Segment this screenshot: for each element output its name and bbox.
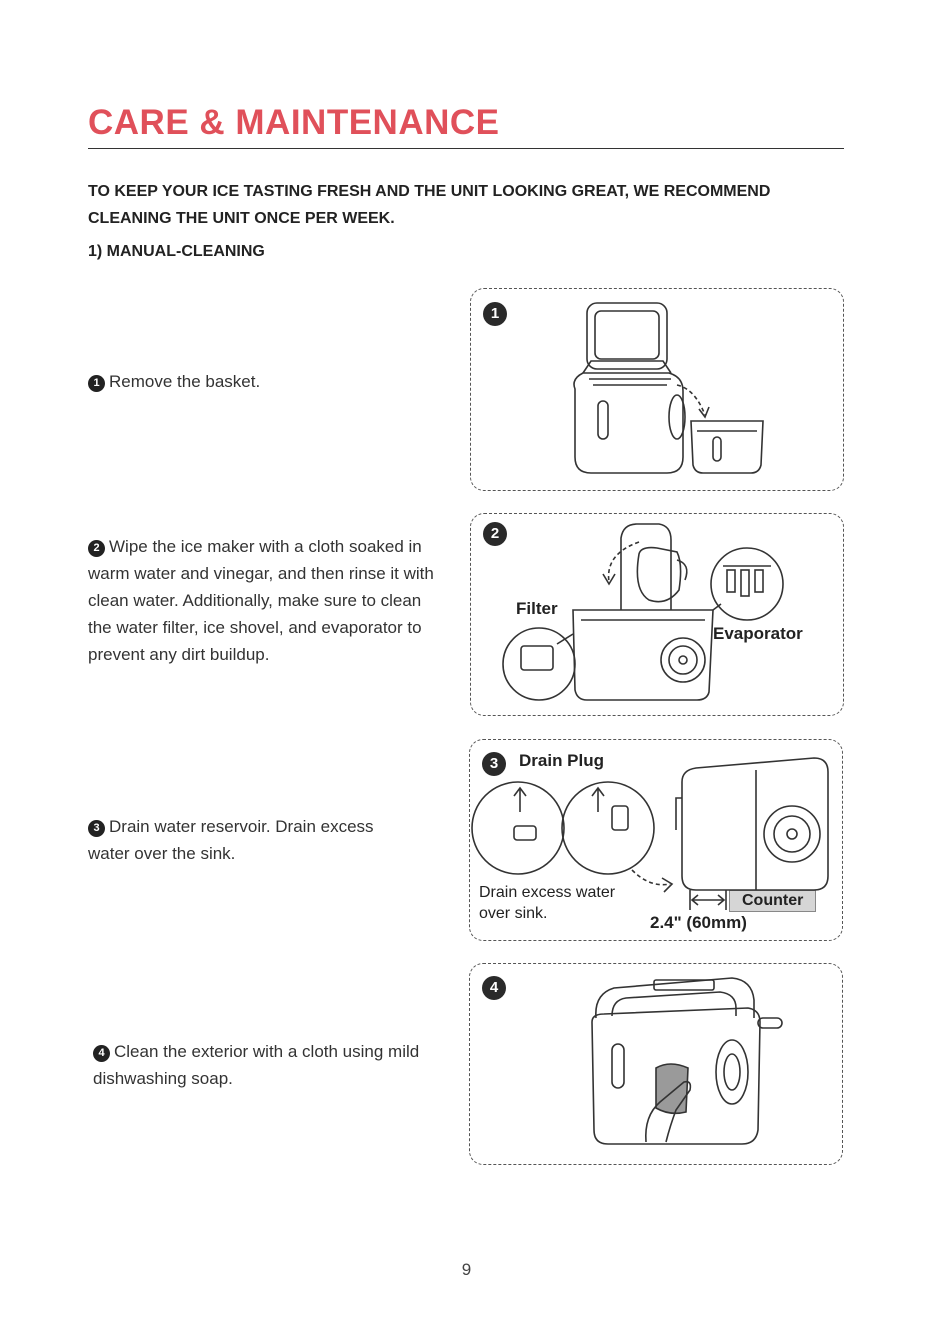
step-1-description: Remove the basket.: [109, 372, 261, 391]
step-3-number: 3: [88, 820, 105, 837]
figure-1-badge: 1: [483, 302, 507, 326]
evaporator-label: Evaporator: [713, 624, 803, 643]
figure-3-badge: 3: [482, 752, 506, 776]
exterior-wiping-illustration: [591, 977, 783, 1145]
page-title: CARE & MAINTENANCE: [88, 103, 500, 142]
ice-maker-cleaning-illustration: [502, 523, 784, 701]
step-1-number: 1: [88, 375, 105, 392]
ice-maker-open-lid-illustration: [573, 302, 764, 474]
drain-excess-text: Drain excess water over sink.: [479, 884, 616, 922]
figure-3-panel: 3 Drain Plug Drain excess water over sin…: [469, 739, 843, 941]
filter-label: Filter: [516, 599, 558, 618]
step-4-number: 4: [93, 1045, 110, 1062]
step-4-description: Clean the exterior with a cloth using mi…: [93, 1042, 420, 1088]
figure-4-badge: 4: [482, 976, 506, 1000]
figure-2-panel: 2 Filter Evaporator: [470, 513, 844, 716]
drain-plug-illustration: [471, 757, 829, 910]
drain-plug-label: Drain Plug: [519, 751, 605, 770]
intro-text: TO KEEP YOUR ICE TASTING FRESH AND THE U…: [88, 183, 771, 227]
step-2-description: Wipe the ice maker with a cloth soaked i…: [88, 537, 434, 664]
dimension-label: 2.4" (60mm): [650, 913, 747, 932]
figure-4-panel: 4: [469, 963, 843, 1165]
figure-1-panel: 1: [470, 288, 844, 491]
step-3-description: Drain water reservoir. Drain excess wate…: [88, 817, 374, 863]
section-heading: 1) MANUAL-CLEANING: [88, 243, 265, 260]
page-number: 9: [461, 1260, 472, 1279]
title-divider: [88, 148, 844, 149]
step-2-number: 2: [88, 540, 105, 557]
figure-2-badge: 2: [483, 522, 507, 546]
